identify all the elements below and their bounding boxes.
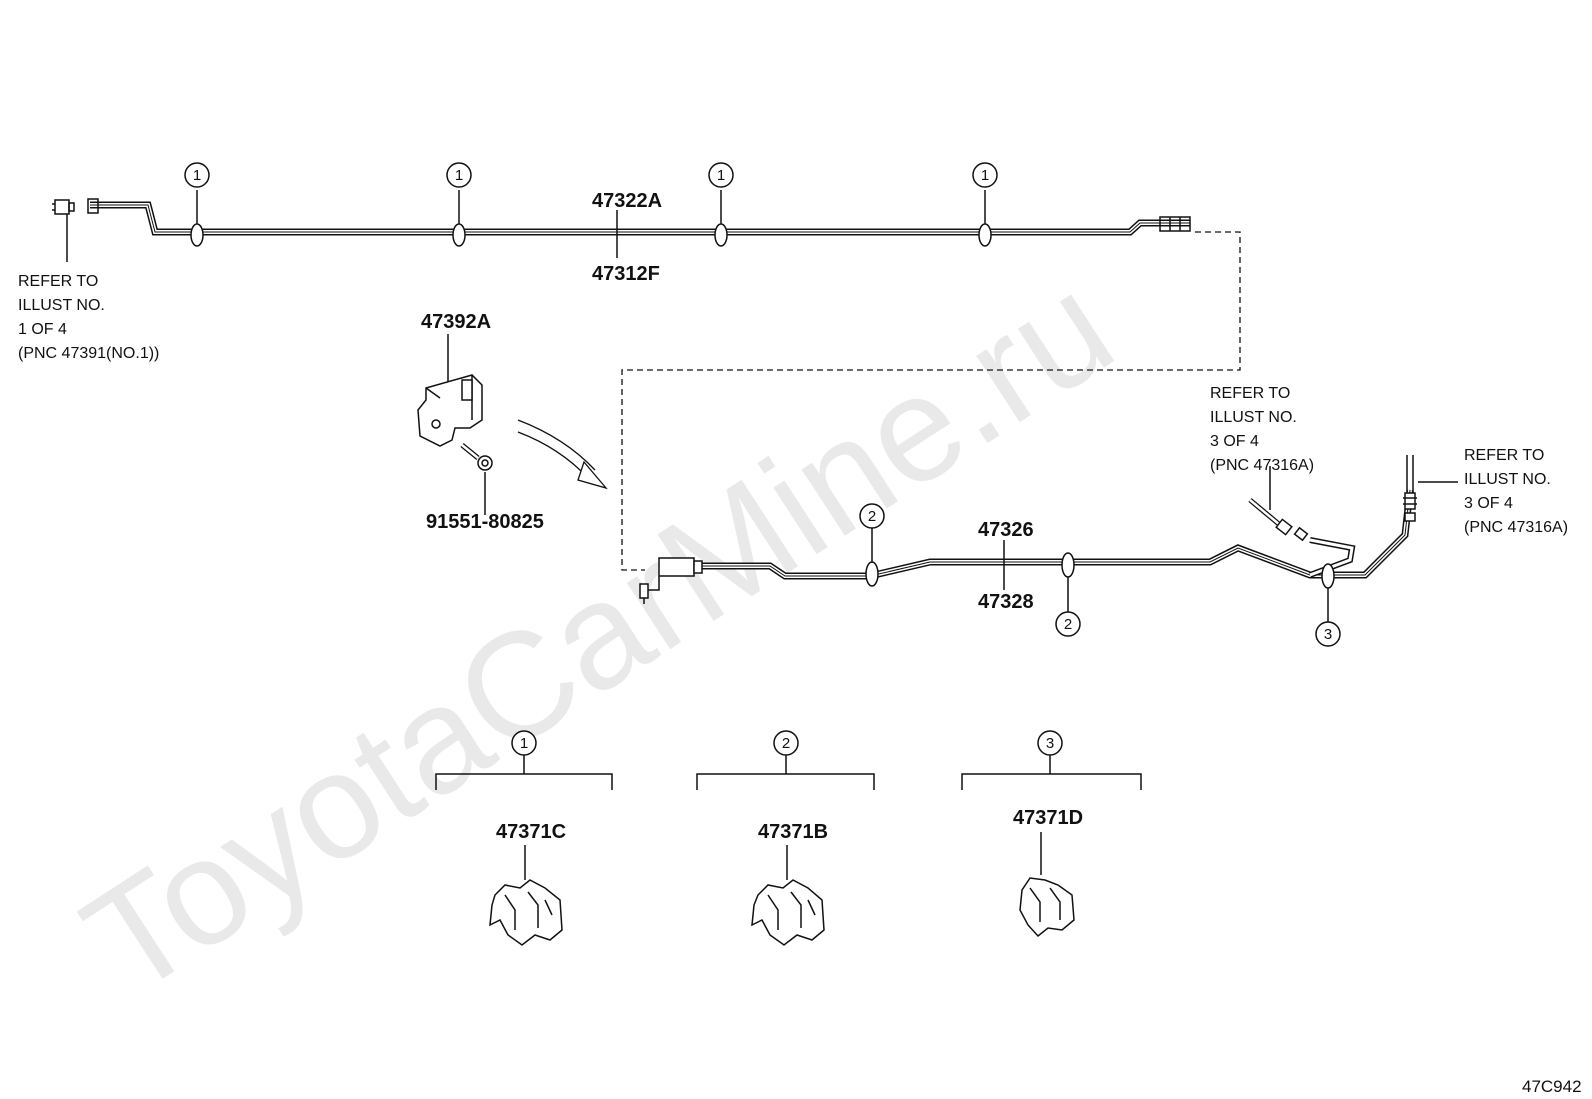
svg-text:ILLUST NO.: ILLUST NO. xyxy=(1464,471,1551,488)
svg-text:2: 2 xyxy=(782,735,790,752)
svg-text:3 OF 4: 3 OF 4 xyxy=(1464,495,1513,512)
lower-right-fitting-icon xyxy=(1403,455,1417,522)
svg-text:3: 3 xyxy=(1046,735,1054,752)
svg-text:3: 3 xyxy=(1324,626,1332,643)
watermark: ToyotaCarMine.ru xyxy=(56,241,1140,1027)
svg-text:ILLUST NO.: ILLUST NO. xyxy=(1210,409,1297,426)
upper-right-fitting-icon xyxy=(1159,216,1191,232)
callout-1-upper-c: 1 xyxy=(708,162,734,188)
svg-text:1: 1 xyxy=(717,167,725,184)
dashed-leader xyxy=(621,231,1241,571)
callout-2-lower-b: 2 xyxy=(1055,611,1081,637)
svg-text:2: 2 xyxy=(868,508,876,525)
clamp-47371d-icon xyxy=(1019,877,1075,938)
ref-note-mid: REFER TO ILLUST NO. 3 OF 4 (PNC 47316A) xyxy=(1210,385,1314,474)
figure-id: 47C942 xyxy=(1522,1077,1582,1096)
clamp-47371b-icon xyxy=(751,879,825,946)
svg-text:ILLUST NO.: ILLUST NO. xyxy=(18,297,105,314)
install-arrow-icon xyxy=(517,419,608,490)
svg-text:1: 1 xyxy=(193,167,201,184)
svg-text:(PNC 47316A): (PNC 47316A) xyxy=(1464,519,1568,536)
bolt-icon xyxy=(460,443,493,471)
lower-left-fitting-icon xyxy=(639,557,703,604)
clamp-group-3: 3 47371D xyxy=(961,730,1142,938)
ref-note-right: REFER TO ILLUST NO. 3 OF 4 (PNC 47316A) xyxy=(1464,447,1568,536)
svg-text:REFER TO: REFER TO xyxy=(1210,385,1290,402)
clamp-47371c-icon xyxy=(489,879,563,946)
callout-1-upper-b: 1 xyxy=(446,162,472,188)
svg-text:3 OF 4: 3 OF 4 xyxy=(1210,433,1259,450)
upper-clip-markers xyxy=(190,190,992,247)
part-label-47392a: 47392A xyxy=(421,311,491,333)
svg-text:1: 1 xyxy=(981,167,989,184)
svg-text:2: 2 xyxy=(1064,616,1072,633)
svg-text:1: 1 xyxy=(520,735,528,752)
callout-1-upper-d: 1 xyxy=(972,162,998,188)
svg-text:1: 1 xyxy=(455,167,463,184)
upper-tube xyxy=(90,201,1190,236)
ref-note-left: REFER TO ILLUST NO. 1 OF 4 (PNC 47391(NO… xyxy=(18,273,159,362)
part-label-47322a: 47322A xyxy=(592,190,662,212)
part-label-47326: 47326 xyxy=(978,519,1034,541)
svg-text:(PNC 47316A): (PNC 47316A) xyxy=(1210,457,1314,474)
bracket-icon xyxy=(417,374,483,447)
part-label-47312f: 47312F xyxy=(592,263,660,285)
callout-3-lower: 3 xyxy=(1315,621,1341,647)
clamp-group-2: 2 47371B xyxy=(696,730,875,946)
svg-text:REFER TO: REFER TO xyxy=(1464,447,1544,464)
lower-clip-markers xyxy=(865,552,1335,589)
clamp-group-1: 1 47371C xyxy=(435,730,613,946)
part-label-91551-80825: 91551-80825 xyxy=(426,511,544,533)
left-connector-icon xyxy=(52,198,99,262)
lower-mid-fitting-icon xyxy=(1248,498,1309,542)
part-label-47371c: 47371C xyxy=(496,821,566,843)
part-label-47371d: 47371D xyxy=(1013,807,1083,829)
part-label-47328: 47328 xyxy=(978,591,1034,613)
callout-2-lower-a: 2 xyxy=(859,503,885,529)
svg-text:REFER TO: REFER TO xyxy=(18,273,98,290)
part-label-47371b: 47371B xyxy=(758,821,828,843)
svg-text:1 OF 4: 1 OF 4 xyxy=(18,321,67,338)
callout-1-upper-a: 1 xyxy=(184,162,210,188)
svg-text:(PNC 47391(NO.1)): (PNC 47391(NO.1)) xyxy=(18,345,159,362)
